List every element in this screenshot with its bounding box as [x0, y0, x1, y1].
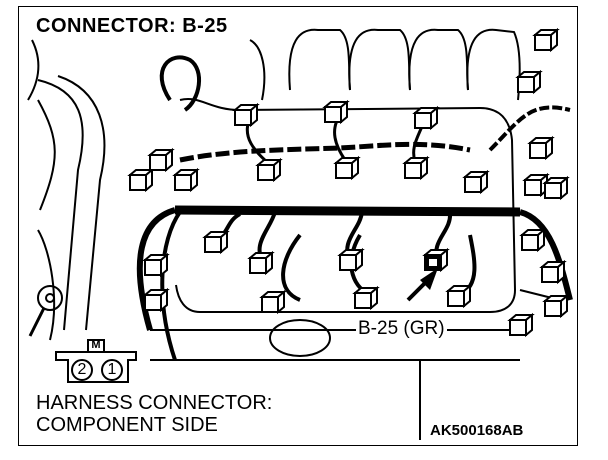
harness-connector: [539, 259, 567, 285]
harness-connector: [337, 247, 365, 273]
harness-connector: [352, 285, 380, 311]
harness-connector: [142, 252, 170, 278]
harness-connector: [527, 135, 555, 161]
pin-2-label: 2: [77, 361, 87, 378]
harness-label-line1: HARNESS CONNECTOR:: [36, 392, 273, 414]
pin-marker: M: [91, 339, 101, 351]
connector-group: [127, 27, 570, 338]
harness-connector: [232, 102, 260, 128]
diagram-frame: [18, 6, 578, 446]
harness-connector: [519, 227, 547, 253]
harness-connector: [412, 105, 440, 131]
ground-terminal: [28, 285, 63, 337]
harness-connector: [515, 69, 543, 95]
harness-connector: [445, 283, 473, 309]
harness-branch-right: [519, 209, 573, 301]
harness-upper: [179, 141, 471, 163]
harness-connector: [202, 229, 230, 255]
harness-connector: [172, 167, 200, 193]
harness-connector: [322, 99, 350, 125]
harness-connector: [247, 250, 275, 276]
harness-connector: [259, 289, 287, 315]
harness-connector: [542, 175, 570, 201]
harness-connector: [522, 172, 550, 198]
harness-connector: [333, 155, 361, 181]
connector-b25: [422, 247, 450, 273]
harness-connector-icon: [55, 339, 137, 383]
harness-connector: [147, 147, 175, 173]
harness-trunk: [174, 205, 521, 217]
connector-callout-label: B-25 (GR): [356, 318, 447, 340]
harness-connector: [542, 293, 570, 319]
harness-loop: [159, 55, 202, 112]
figure-id: AK500168AB: [430, 422, 524, 439]
harness-branch-left-2: [160, 210, 182, 361]
harness-connector: [142, 287, 170, 313]
harness-connector: [255, 157, 283, 183]
connector-title: CONNECTOR: B-25: [32, 14, 232, 38]
harness-connector: [402, 155, 430, 181]
harness-right-up: [488, 105, 571, 152]
harness-connector: [127, 167, 155, 193]
callout-arrow: [406, 268, 438, 302]
pin-1-label: 1: [107, 361, 117, 378]
harness-connector: [532, 27, 560, 53]
harness-connector: [507, 312, 535, 338]
harness-label-line2: COMPONENT SIDE: [36, 414, 218, 436]
harness-connector: [462, 169, 490, 195]
